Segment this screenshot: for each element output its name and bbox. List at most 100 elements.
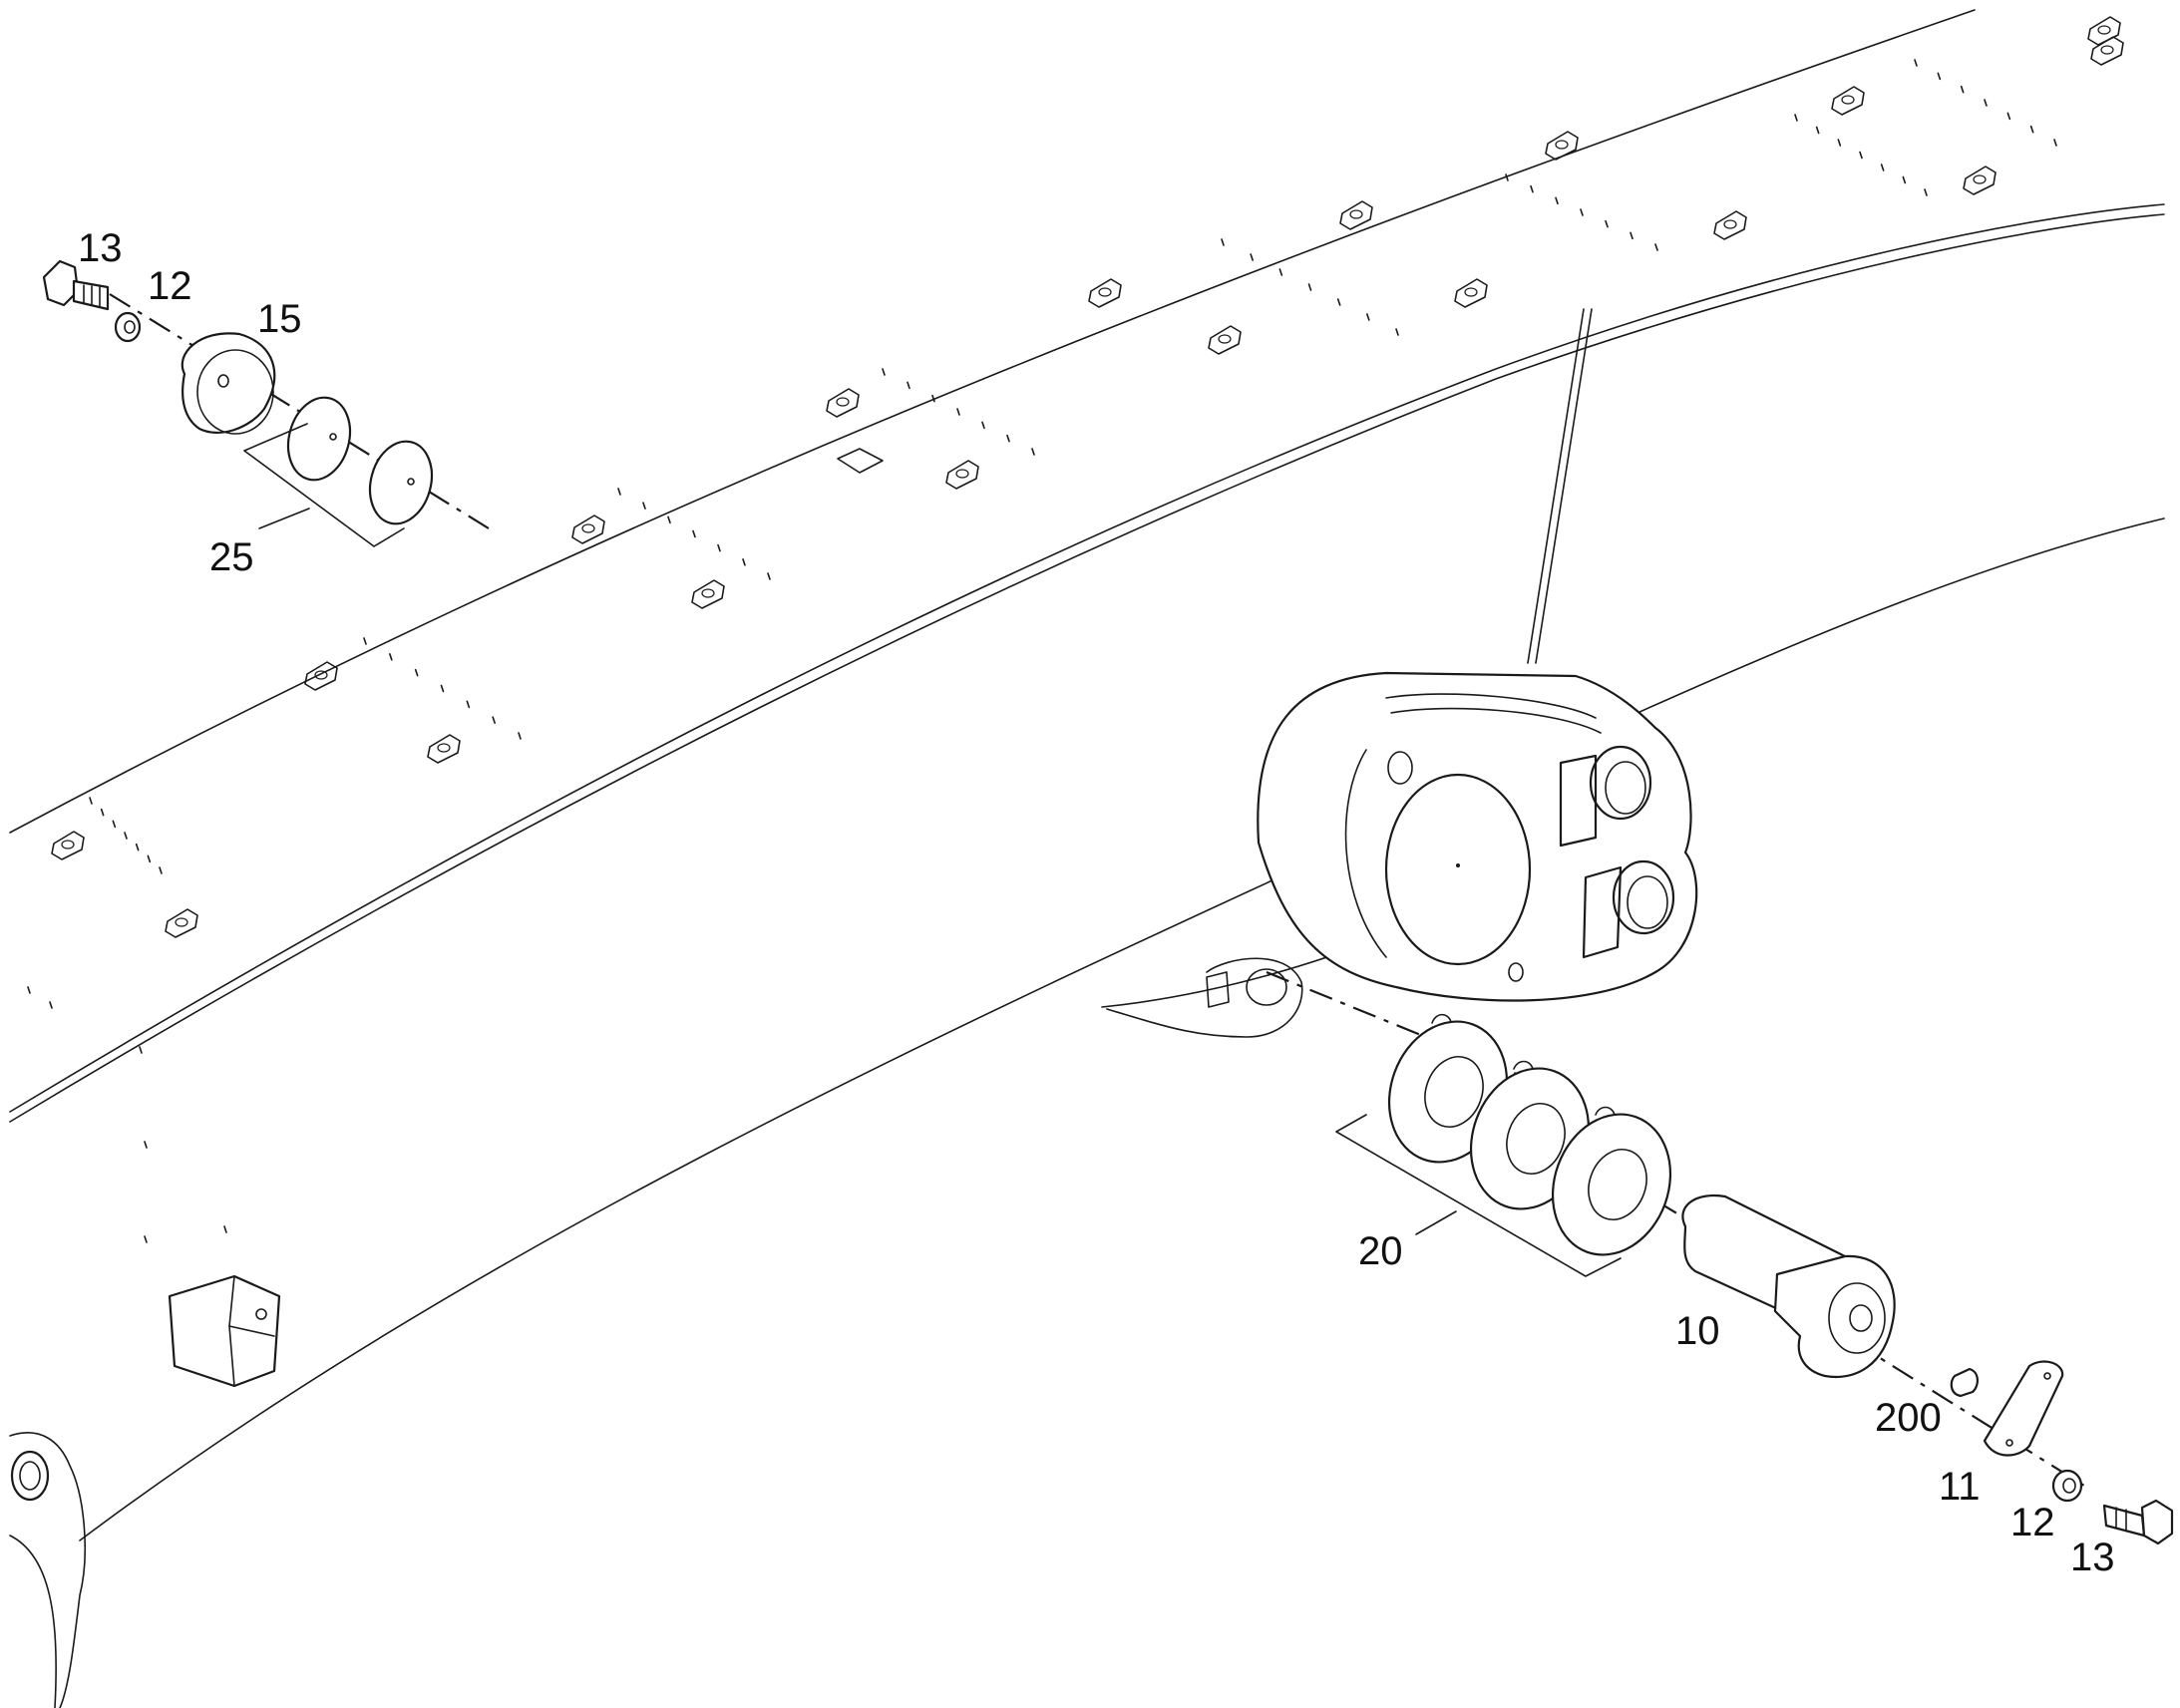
rivet-mark <box>1221 238 1225 246</box>
boom-clip <box>945 460 979 490</box>
rivet-mark <box>518 732 522 740</box>
rivet-mark <box>124 832 128 840</box>
shim-25-a <box>286 396 352 482</box>
rivet-mark <box>931 394 935 403</box>
rivet-mark <box>1580 208 1584 216</box>
boom-clip <box>691 579 725 609</box>
plate-11 <box>1983 1360 2064 1457</box>
rivet-mark <box>907 381 910 390</box>
rivet-mark <box>1815 126 1820 135</box>
rivet-mark <box>223 1225 227 1233</box>
rivet-mark <box>1395 328 1399 336</box>
boom-clip-hole <box>1723 219 1737 229</box>
rivet-mark <box>956 408 960 416</box>
rivet-mark <box>100 808 105 817</box>
callout-13-bottom: 13 <box>2070 1536 2115 1579</box>
rivet-mark <box>1924 188 1928 196</box>
boom-clip-hole <box>61 840 75 850</box>
boom-clip-hole <box>2097 25 2111 35</box>
washer-12-bottom <box>2051 1469 2083 1503</box>
rivet-mark <box>2029 125 2034 134</box>
rivet-mark <box>617 488 621 496</box>
boom-clip-hole <box>314 670 328 680</box>
rivet-mark <box>2053 139 2057 147</box>
rivet-mark <box>144 1141 148 1149</box>
rivet-mark <box>1278 268 1283 276</box>
boom-clip-hole <box>1841 95 1855 105</box>
boom-clip <box>1545 131 1579 161</box>
rivet-mark <box>1530 184 1534 193</box>
rivet-mark <box>1859 151 1863 160</box>
data-plate <box>837 448 884 474</box>
boom-clip-hole <box>836 397 850 407</box>
rivet-mark <box>1654 243 1658 251</box>
callout-15: 15 <box>257 297 302 341</box>
rivet-mark <box>1937 72 1942 81</box>
callout-200: 200 <box>1875 1396 1942 1440</box>
boom-clip-hole <box>581 523 595 533</box>
rivet-mark <box>1605 219 1609 228</box>
rivet-mark <box>363 637 367 645</box>
shim-20-c <box>1551 1106 1672 1256</box>
rivet-mark <box>1960 85 1965 94</box>
rivet-mark <box>1984 99 1988 107</box>
rivet-mark <box>742 558 746 566</box>
boom-clip-hole <box>437 743 451 753</box>
boom-clip <box>1454 278 1488 308</box>
boom-clip-hole <box>1555 140 1569 150</box>
rivet-mark <box>27 986 31 994</box>
rivet-mark <box>492 716 496 724</box>
rivet-mark <box>1914 59 1918 67</box>
rivet-mark <box>159 866 163 874</box>
bolt-13-bottom <box>2102 1499 2174 1545</box>
rivet-mark <box>882 368 886 376</box>
rivet-mark <box>147 854 152 863</box>
plug-200 <box>1950 1367 1979 1398</box>
callout-10: 10 <box>1675 1309 1720 1353</box>
boom-clip-hole <box>1349 209 1363 219</box>
rivet-mark <box>135 843 140 852</box>
boom-clip-hole <box>2100 45 2114 55</box>
rivet-mark <box>440 684 445 693</box>
boom-clip-hole <box>701 588 715 598</box>
boom-clip <box>165 908 198 938</box>
rivet-mark <box>1250 253 1254 261</box>
boom-clip <box>1088 278 1122 308</box>
rivet-mark <box>144 1235 148 1243</box>
boom-clip-hole <box>1098 287 1112 297</box>
pin-10 <box>1681 1194 1896 1378</box>
rivet-mark <box>692 529 696 538</box>
boom-clip <box>1713 210 1747 240</box>
boom-clip <box>1339 200 1373 230</box>
boom-clip-hole <box>175 917 188 927</box>
rivet-mark <box>49 1001 53 1009</box>
rivet-mark <box>414 668 419 677</box>
bolt-13-top <box>42 259 110 311</box>
rivet-mark <box>89 797 93 805</box>
rivet-mark <box>1880 164 1885 171</box>
rivet-mark <box>466 700 471 709</box>
pivot-housing <box>1106 671 1698 1038</box>
lower-pin-assembly <box>1266 970 2174 1545</box>
callout-12-bottom: 12 <box>2010 1501 2055 1544</box>
boom-clip <box>51 831 85 860</box>
rivet-mark <box>717 543 721 552</box>
boom-clip-hole <box>1973 174 1987 184</box>
bracket <box>168 1274 281 1388</box>
boom-surface-details <box>27 16 2124 1243</box>
rivet-mark <box>1336 298 1341 306</box>
rivet-mark <box>1505 173 1509 181</box>
rivet-mark <box>1837 139 1842 147</box>
rivet-mark <box>2006 112 2011 121</box>
cap-15 <box>181 332 276 435</box>
rivet-mark <box>642 502 646 510</box>
rivet-mark <box>1031 448 1035 456</box>
callout-11: 11 <box>1939 1465 1981 1509</box>
rivet-mark <box>389 653 393 661</box>
boom-clip-hole <box>1218 334 1232 344</box>
rivet-mark <box>1902 175 1907 184</box>
boom-clip <box>826 388 860 418</box>
rivet-mark <box>667 515 671 524</box>
rivet-mark <box>139 1046 143 1054</box>
